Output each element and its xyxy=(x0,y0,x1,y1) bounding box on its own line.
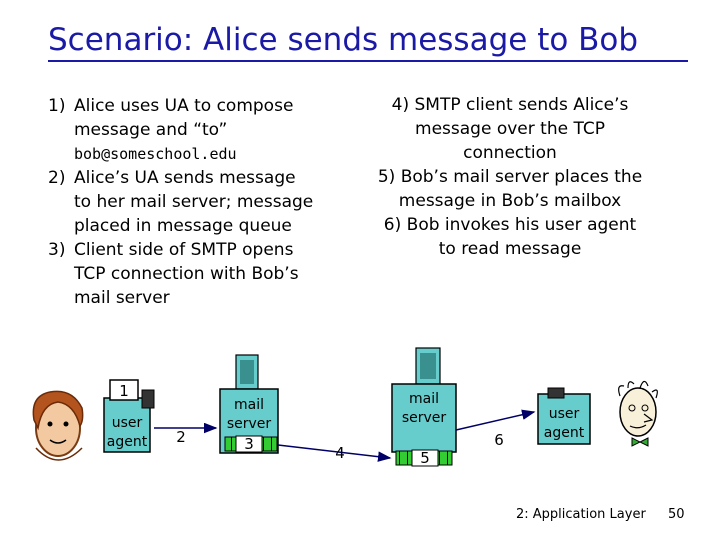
page-number: 50 xyxy=(668,507,685,522)
step-text-line: Client side of SMTP opens xyxy=(74,240,294,260)
step-text-line: to read message xyxy=(438,239,582,259)
email-address: bob@someschool.edu xyxy=(74,145,237,163)
bob-mail-server-box: mail server 5 xyxy=(391,347,457,467)
left-steps-list: 1) Alice uses UA to compose message and … xyxy=(48,94,348,310)
step-1-label: 1 xyxy=(119,382,129,400)
step-2: 2) Alice’s UA sends message to her mail … xyxy=(48,166,348,238)
user-agent-label: user xyxy=(549,406,580,422)
bob-user-agent-box: user agent xyxy=(537,387,591,445)
step-text-line: Alice’s UA sends message xyxy=(74,168,296,188)
step-number: 3) xyxy=(48,240,66,260)
user-agent-label: user xyxy=(112,415,143,431)
step-number: 2) xyxy=(48,168,66,188)
step-5-label: 5 xyxy=(420,449,430,467)
step-number: 6) xyxy=(383,215,402,235)
step-text-line: SMTP client sends Alice’s xyxy=(414,95,629,115)
step-2-arrow-label: 2 xyxy=(176,428,186,446)
step-text-line: message over the TCP xyxy=(415,119,605,139)
step-text-line: Bob’s mail server places the xyxy=(400,167,643,187)
step-text-line: message and “to” xyxy=(74,120,228,140)
step-text-line: Alice uses UA to compose xyxy=(74,96,294,116)
step-6: 6) Bob invokes his user agent to read me… xyxy=(360,213,660,261)
user-agent-label: agent xyxy=(544,425,585,441)
alice-mail-server-box: mail server 3 xyxy=(219,354,279,454)
alice-user-agent-box: 1 user agent xyxy=(103,379,155,453)
bob-person-icon xyxy=(618,380,658,447)
mail-server-label: mail xyxy=(409,391,439,407)
arrow-server-to-server xyxy=(277,444,392,462)
step-text-line: mail server xyxy=(74,288,170,308)
mail-server-label: mail xyxy=(234,397,264,413)
chapter-label: 2: Application Layer xyxy=(516,507,646,522)
right-steps-list: 4) SMTP client sends Alice’s message ove… xyxy=(360,93,660,261)
step-6-arrow-label: 6 xyxy=(494,431,504,449)
step-text-line: message in Bob’s mailbox xyxy=(398,191,622,211)
slide-title: Scenario: Alice sends message to Bob xyxy=(48,22,688,62)
step-1: 1) Alice uses UA to compose message and … xyxy=(48,94,348,166)
step-3: 3) Client side of SMTP opens TCP connect… xyxy=(48,238,348,310)
step-3-badge xyxy=(235,435,263,453)
step-4-arrow-label: 4 xyxy=(335,444,345,462)
step-4: 4) SMTP client sends Alice’s message ove… xyxy=(360,93,660,165)
step-text-line: connection xyxy=(463,143,557,163)
step-text-line: placed in message queue xyxy=(74,216,292,236)
mail-server-label: server xyxy=(402,410,447,426)
step-3-label: 3 xyxy=(244,435,254,453)
step-number: 5) xyxy=(377,167,396,187)
alice-person-icon xyxy=(32,390,84,461)
arrow-server-to-ua xyxy=(455,409,536,431)
step-text-line: TCP connection with Bob’s xyxy=(74,264,299,284)
step-1-badge xyxy=(109,379,139,401)
step-number: 4) xyxy=(391,95,410,115)
step-number: 1) xyxy=(48,96,66,116)
step-5: 5) Bob’s mail server places the message … xyxy=(360,165,660,213)
mail-server-label: server xyxy=(227,416,272,432)
step-text-line: Bob invokes his user agent xyxy=(406,215,637,235)
bow-tie-icon xyxy=(631,437,649,447)
user-agent-label: agent xyxy=(107,434,148,450)
step-text-line: to her mail server; message xyxy=(74,192,314,212)
step-5-badge xyxy=(411,449,439,467)
